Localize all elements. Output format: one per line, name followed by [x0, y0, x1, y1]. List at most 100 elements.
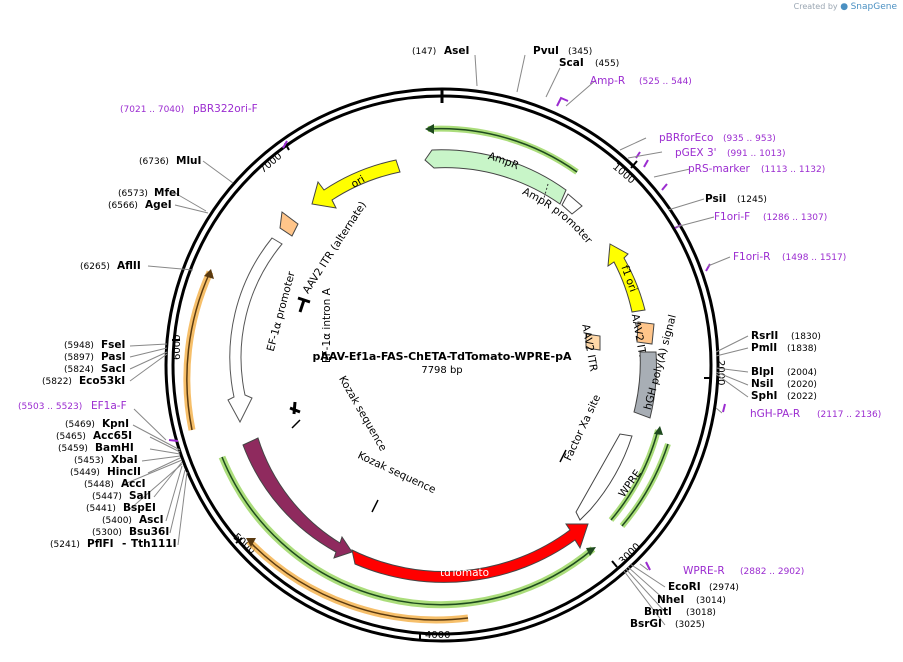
feature-ampr[interactable]: [424, 149, 567, 205]
primer-wpre-r[interactable]: WPRE-R: [683, 565, 725, 577]
site-asci[interactable]: AscI: [139, 514, 164, 526]
site-pos-aflii: (6265): [80, 262, 110, 272]
site-pos-ecori: (2974): [709, 583, 739, 593]
ori-label: ori: [349, 173, 367, 190]
site-eco53ki[interactable]: Eco53kI: [79, 375, 125, 387]
kozak2-label: Kozak sequence: [356, 449, 438, 496]
site-sali[interactable]: SalI: [129, 490, 151, 502]
site-pos-bspei: (5441): [86, 504, 116, 514]
primer-f1ori-f[interactable]: F1ori-F: [714, 211, 750, 223]
site-nsii[interactable]: NsiI: [751, 378, 774, 390]
aav2-itr-inner-label: AAV2 ITR: [579, 323, 599, 372]
site-acc65i[interactable]: Acc65I: [93, 430, 132, 442]
feature-ampr-promoter[interactable]: [561, 193, 583, 215]
ef1a-intron-label: EF-1α intron A: [321, 287, 333, 363]
primer-pgex3[interactable]: pGEX 3': [675, 147, 717, 159]
site-acci[interactable]: AccI: [121, 478, 145, 490]
feature-wpre[interactable]: [575, 433, 633, 521]
site-pos-hincii: (5449): [70, 468, 100, 478]
site-pvui[interactable]: PvuI: [533, 45, 559, 57]
kozak2-tick: [371, 499, 379, 513]
site-pflfi[interactable]: PflFI: [87, 538, 114, 550]
tick-label: 4000: [425, 630, 450, 641]
feature-ori[interactable]: [311, 159, 401, 209]
site-asei[interactable]: AseI: [444, 45, 469, 57]
site-kpni[interactable]: KpnI: [102, 418, 129, 430]
site-psii[interactable]: PsiI: [705, 193, 726, 205]
snapgene-logo-icon: ●: [840, 2, 849, 12]
primer-prs-marker[interactable]: pRS-marker: [688, 163, 751, 175]
site-pos-bamhi: (5459): [58, 444, 88, 454]
primer-range-hgh-pa-r: (2117 .. 2136): [817, 410, 881, 420]
site-pmli[interactable]: PmlI: [751, 342, 777, 354]
feature-aav2-itr-alternate[interactable]: [279, 211, 299, 237]
site-pos-bsu36i: (5300): [92, 528, 122, 538]
site-pos-kpni: (5469): [65, 420, 95, 430]
primer-range-pbrforeco: (935 .. 953): [723, 134, 776, 144]
site-pos-scai: (455): [595, 59, 619, 69]
feature-hgh-polya[interactable]: [633, 351, 657, 419]
site-pos-nsii: (2020): [787, 380, 817, 390]
site-nhei[interactable]: NheI: [657, 594, 684, 606]
site-pos-bmti: (3018): [686, 608, 716, 618]
site-bamhi[interactable]: BamHI: [95, 442, 134, 454]
site-bspei[interactable]: BspEI: [123, 502, 156, 514]
site-pasi[interactable]: PasI: [101, 351, 126, 363]
primer-pbrforeco[interactable]: pBRforEco: [659, 132, 713, 144]
factorxa-tick: [559, 449, 567, 463]
site-pos-eco53ki: (5822): [42, 377, 72, 387]
primer-range-f1ori-r: (1498 .. 1517): [782, 253, 846, 263]
site-pos-pmli: (1838): [787, 344, 817, 354]
site-pos-rsrii: (1830): [791, 332, 821, 342]
site-fsei[interactable]: FseI: [101, 339, 125, 351]
site-pos-acc65i: (5465): [56, 432, 86, 442]
site-bsrgi[interactable]: BsrGI: [630, 618, 662, 630]
site-pos-asei: (147): [412, 47, 436, 57]
primer-range-ef1a-f: (5503 .. 5523): [18, 402, 82, 412]
feature-f1-ori[interactable]: [607, 243, 646, 313]
primer-hgh-pa-r[interactable]: hGH-PA-R: [750, 408, 800, 420]
site-bsu36i[interactable]: Bsu36I: [129, 526, 169, 538]
orf-orange-left-arrowhead: [204, 269, 214, 279]
site-saci[interactable]: SacI: [101, 363, 126, 375]
kozak1-label: Kozak sequence: [336, 374, 389, 453]
site-mfei[interactable]: MfeI: [154, 187, 180, 199]
plasmid-name: pAAV-Ef1a-FAS-ChETA-TdTomato-WPRE-pA: [312, 350, 572, 363]
site-tth111i[interactable]: Tth111I: [131, 538, 176, 550]
site-pos-mlui: (6736): [139, 157, 169, 167]
primer-range-wpre-r: (2882 .. 2902): [740, 567, 804, 577]
tdtomato-label: tdTomato: [440, 567, 489, 579]
primer-marks: [168, 96, 726, 571]
tick-label: 3000: [617, 541, 643, 567]
site-scai[interactable]: ScaI: [559, 57, 584, 69]
watermark-brand: SnapGene: [850, 2, 897, 12]
site-sphi[interactable]: SphI: [751, 390, 777, 402]
site-rsrii[interactable]: RsrII: [751, 330, 778, 342]
site-aflii[interactable]: AflII: [117, 260, 141, 272]
primer-f1ori-r[interactable]: F1ori-R: [733, 251, 770, 263]
orf-large-line: [221, 456, 594, 606]
primer-amp-r[interactable]: Amp-R: [590, 75, 625, 87]
feature-aav2-itr-right[interactable]: [636, 321, 655, 345]
site-agei[interactable]: AgeI: [145, 199, 172, 211]
feature-ef1a-promoter[interactable]: [227, 237, 283, 424]
orf-ampr-line: [427, 127, 578, 173]
site-pos-sali: (5447): [92, 492, 122, 502]
site-xbai[interactable]: XbaI: [111, 454, 138, 466]
site-mlui[interactable]: MluI: [176, 155, 201, 167]
site-pos-asci: (5400): [102, 516, 132, 526]
primer-pbr322ori-f[interactable]: pBR322ori-F: [193, 103, 258, 115]
feature-chr2-h134r[interactable]: [242, 437, 353, 559]
feature-aav2-itr-inner[interactable]: [585, 333, 601, 351]
site-pos-pvui: (345): [568, 47, 592, 57]
site-blpi[interactable]: BlpI: [751, 366, 774, 378]
feature-tdtomato[interactable]: [351, 523, 589, 583]
site-ecori[interactable]: EcoRI: [668, 581, 701, 593]
orf-right-1-arrowhead: [654, 426, 663, 435]
primer-ef1a-f[interactable]: EF1a-F: [91, 400, 127, 412]
orf-ampr-arrowhead: [425, 124, 434, 134]
site-bmti[interactable]: BmtI: [644, 606, 672, 618]
site-pos-agei: (6566): [108, 201, 138, 211]
site-hincii[interactable]: HincII: [107, 466, 141, 478]
orf-orange-bottom-arrowhead: [246, 538, 256, 547]
